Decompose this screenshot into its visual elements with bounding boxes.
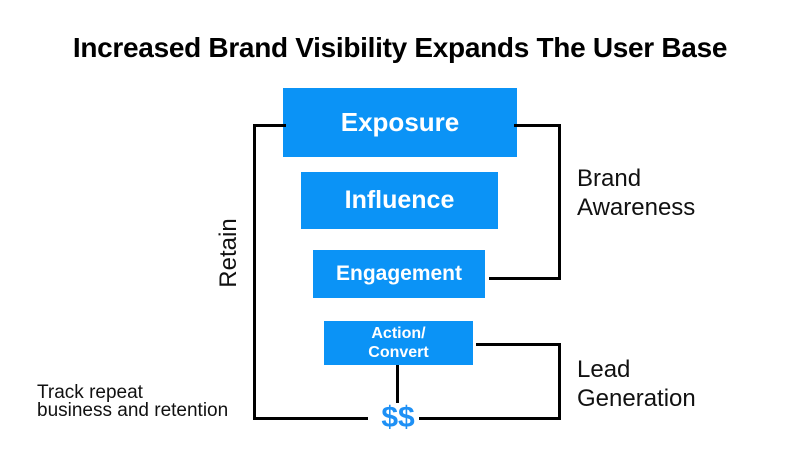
retain-bracket-vertical-line xyxy=(253,124,256,420)
brand-awareness-label: Brand Awareness xyxy=(577,165,696,221)
retain-bracket-top-line xyxy=(253,124,286,127)
funnel-stage-exposure: Exposure xyxy=(283,88,517,157)
brand-awareness-bracket-vertical-line xyxy=(558,124,561,280)
funnel-stage-influence: Influence xyxy=(301,172,498,229)
funnel-stage-action-convert: Action/ Convert xyxy=(324,321,473,365)
money-symbol: $$ xyxy=(381,401,415,434)
retain-label: Retain xyxy=(215,218,242,288)
brand-awareness-bracket-top-line xyxy=(514,124,561,127)
diagram-title: Increased Brand Visibility Expands The U… xyxy=(72,32,728,63)
action-to-money-connector-line xyxy=(396,365,399,403)
lead-generation-bracket-vertical-line xyxy=(558,343,561,420)
lead-generation-bracket-top-line xyxy=(476,343,561,346)
track-repeat-note: Track repeat business and retention xyxy=(37,382,229,421)
brand-awareness-bracket-bottom-line xyxy=(489,277,561,280)
retain-bracket-bottom-line xyxy=(253,417,368,420)
lead-generation-bracket-bottom-line xyxy=(419,417,561,420)
funnel-stage-engagement: Engagement xyxy=(313,250,485,298)
lead-generation-label: Lead Generation xyxy=(577,356,696,412)
